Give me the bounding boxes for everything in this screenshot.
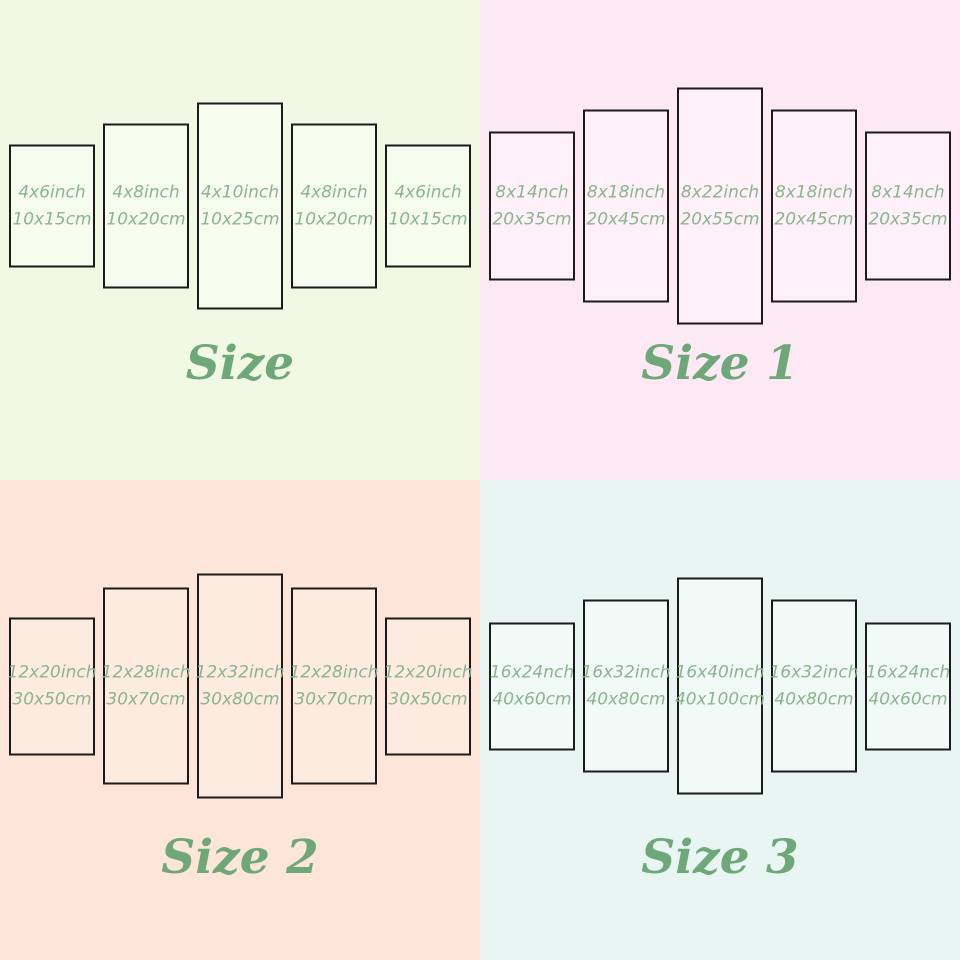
panel-size-inch: 4x8inch	[112, 182, 180, 203]
panel-size-cm: 10x20cm	[294, 209, 374, 229]
panel-size-inch: 4x6inch	[394, 182, 462, 203]
panel-row: 16x24nch 40x60cm 16x32inch 40x80cm 16x40…	[480, 577, 960, 795]
canvas-panel: 12x20inch 30x50cm	[7, 617, 97, 755]
panel-size-cm: 20x35cm	[868, 209, 948, 229]
canvas-panel: 8x18inch 20x45cm	[771, 109, 857, 303]
canvas-panel: 12x28inch 30x70cm	[101, 587, 191, 785]
quadrant-size: 4x6inch 10x15cm 4x8inch 10x20cm 4x10inch…	[0, 0, 480, 480]
canvas-panel: 8x14nch 20x35cm	[865, 131, 951, 281]
panel-size-inch: 12x32inch	[195, 662, 285, 683]
panel-size-inch: 8x18inch	[774, 182, 854, 203]
panel-size-cm: 10x20cm	[106, 209, 186, 229]
canvas-panel: 4x6inch 10x15cm	[9, 144, 95, 268]
panel-size-cm: 40x60cm	[492, 689, 572, 709]
canvas-panel: 16x24nch 40x60cm	[865, 622, 951, 750]
canvas-panel: 12x28inch 30x70cm	[289, 587, 379, 785]
canvas-panel: 12x32inch 30x80cm	[195, 573, 285, 799]
panel-size-cm: 40x80cm	[586, 689, 666, 709]
panel-size-cm: 20x45cm	[774, 209, 854, 229]
panel-size-inch: 16x24nch	[489, 662, 575, 683]
quadrant-title: Size 1	[641, 336, 799, 391]
canvas-panel: 4x10inch 10x25cm	[197, 102, 283, 310]
panel-size-cm: 30x50cm	[12, 689, 92, 709]
quadrant-size-1: 8x14nch 20x35cm 8x18inch 20x45cm 8x22inc…	[480, 0, 960, 480]
panel-row: 4x6inch 10x15cm 4x8inch 10x20cm 4x10inch…	[0, 102, 480, 310]
panel-size-cm: 30x80cm	[200, 689, 280, 709]
panel-size-cm: 20x45cm	[586, 209, 666, 229]
panel-size-cm: 20x55cm	[680, 209, 760, 229]
panel-size-inch: 16x40inch	[675, 662, 765, 683]
panel-size-cm: 40x100cm	[674, 689, 766, 709]
panel-row: 12x20inch 30x50cm 12x28inch 30x70cm 12x3…	[0, 573, 480, 799]
panel-size-cm: 10x15cm	[388, 209, 468, 229]
panel-size-inch: 12x20inch	[7, 662, 97, 683]
quadrant-size-2: 12x20inch 30x50cm 12x28inch 30x70cm 12x3…	[0, 480, 480, 960]
panel-size-cm: 30x70cm	[106, 689, 186, 709]
canvas-panel: 12x20inch 30x50cm	[383, 617, 473, 755]
panel-size-cm: 40x80cm	[774, 689, 854, 709]
canvas-panel: 16x24nch 40x60cm	[489, 622, 575, 750]
panel-size-inch: 8x14nch	[871, 182, 945, 203]
canvas-panel: 4x6inch 10x15cm	[385, 144, 471, 268]
panel-size-inch: 12x20inch	[383, 662, 473, 683]
panel-size-cm: 30x70cm	[294, 689, 374, 709]
panel-size-cm: 40x60cm	[868, 689, 948, 709]
panel-size-inch: 12x28inch	[289, 662, 379, 683]
panel-size-cm: 30x50cm	[388, 689, 468, 709]
canvas-panel: 16x32inch 40x80cm	[581, 599, 671, 773]
panel-size-inch: 8x22inch	[680, 182, 760, 203]
canvas-panel: 8x14nch 20x35cm	[489, 131, 575, 281]
panel-size-inch: 4x6inch	[18, 182, 86, 203]
panel-size-inch: 16x32inch	[581, 662, 671, 683]
quadrant-title: Size	[185, 336, 295, 391]
quadrant-size-3: 16x24nch 40x60cm 16x32inch 40x80cm 16x40…	[480, 480, 960, 960]
panel-size-cm: 10x15cm	[12, 209, 92, 229]
canvas-panel: 8x22inch 20x55cm	[677, 87, 763, 325]
quadrant-title: Size 3	[641, 830, 799, 885]
panel-size-cm: 20x35cm	[492, 209, 572, 229]
panel-size-inch: 8x14nch	[495, 182, 569, 203]
panel-size-inch: 4x8inch	[300, 182, 368, 203]
canvas-panel: 16x32inch 40x80cm	[769, 599, 859, 773]
quadrant-title: Size 2	[161, 830, 319, 885]
canvas-panel: 4x8inch 10x20cm	[291, 123, 377, 289]
panel-size-inch: 12x28inch	[101, 662, 191, 683]
panel-size-inch: 8x18inch	[586, 182, 666, 203]
panel-size-inch: 4x10inch	[200, 182, 280, 203]
canvas-panel: 4x8inch 10x20cm	[103, 123, 189, 289]
panel-size-inch: 16x32inch	[769, 662, 859, 683]
panel-row: 8x14nch 20x35cm 8x18inch 20x45cm 8x22inc…	[480, 87, 960, 325]
canvas-panel: 8x18inch 20x45cm	[583, 109, 669, 303]
panel-size-inch: 16x24nch	[865, 662, 951, 683]
canvas-panel: 16x40inch 40x100cm	[674, 577, 766, 795]
panel-size-cm: 10x25cm	[200, 209, 280, 229]
